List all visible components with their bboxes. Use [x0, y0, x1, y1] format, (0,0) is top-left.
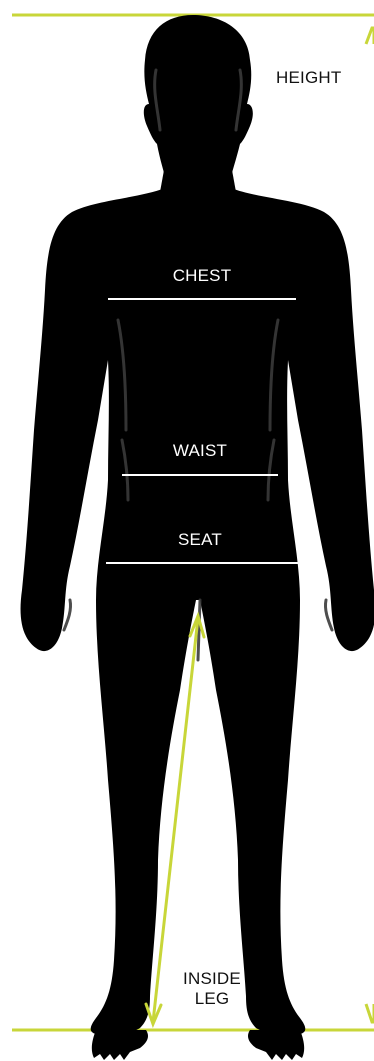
seat-label: SEAT	[178, 530, 222, 550]
height-arrow-bottom	[366, 1004, 374, 1022]
inside-leg-label-line1: INSIDE	[167, 969, 257, 989]
height-label: HEIGHT	[276, 68, 341, 88]
inside-leg-label: INSIDE LEG	[167, 969, 257, 1009]
chest-label: CHEST	[173, 266, 232, 286]
height-arrow-top	[366, 28, 374, 44]
waist-label: WAIST	[173, 441, 227, 461]
inside-leg-label-line2: LEG	[167, 989, 257, 1009]
